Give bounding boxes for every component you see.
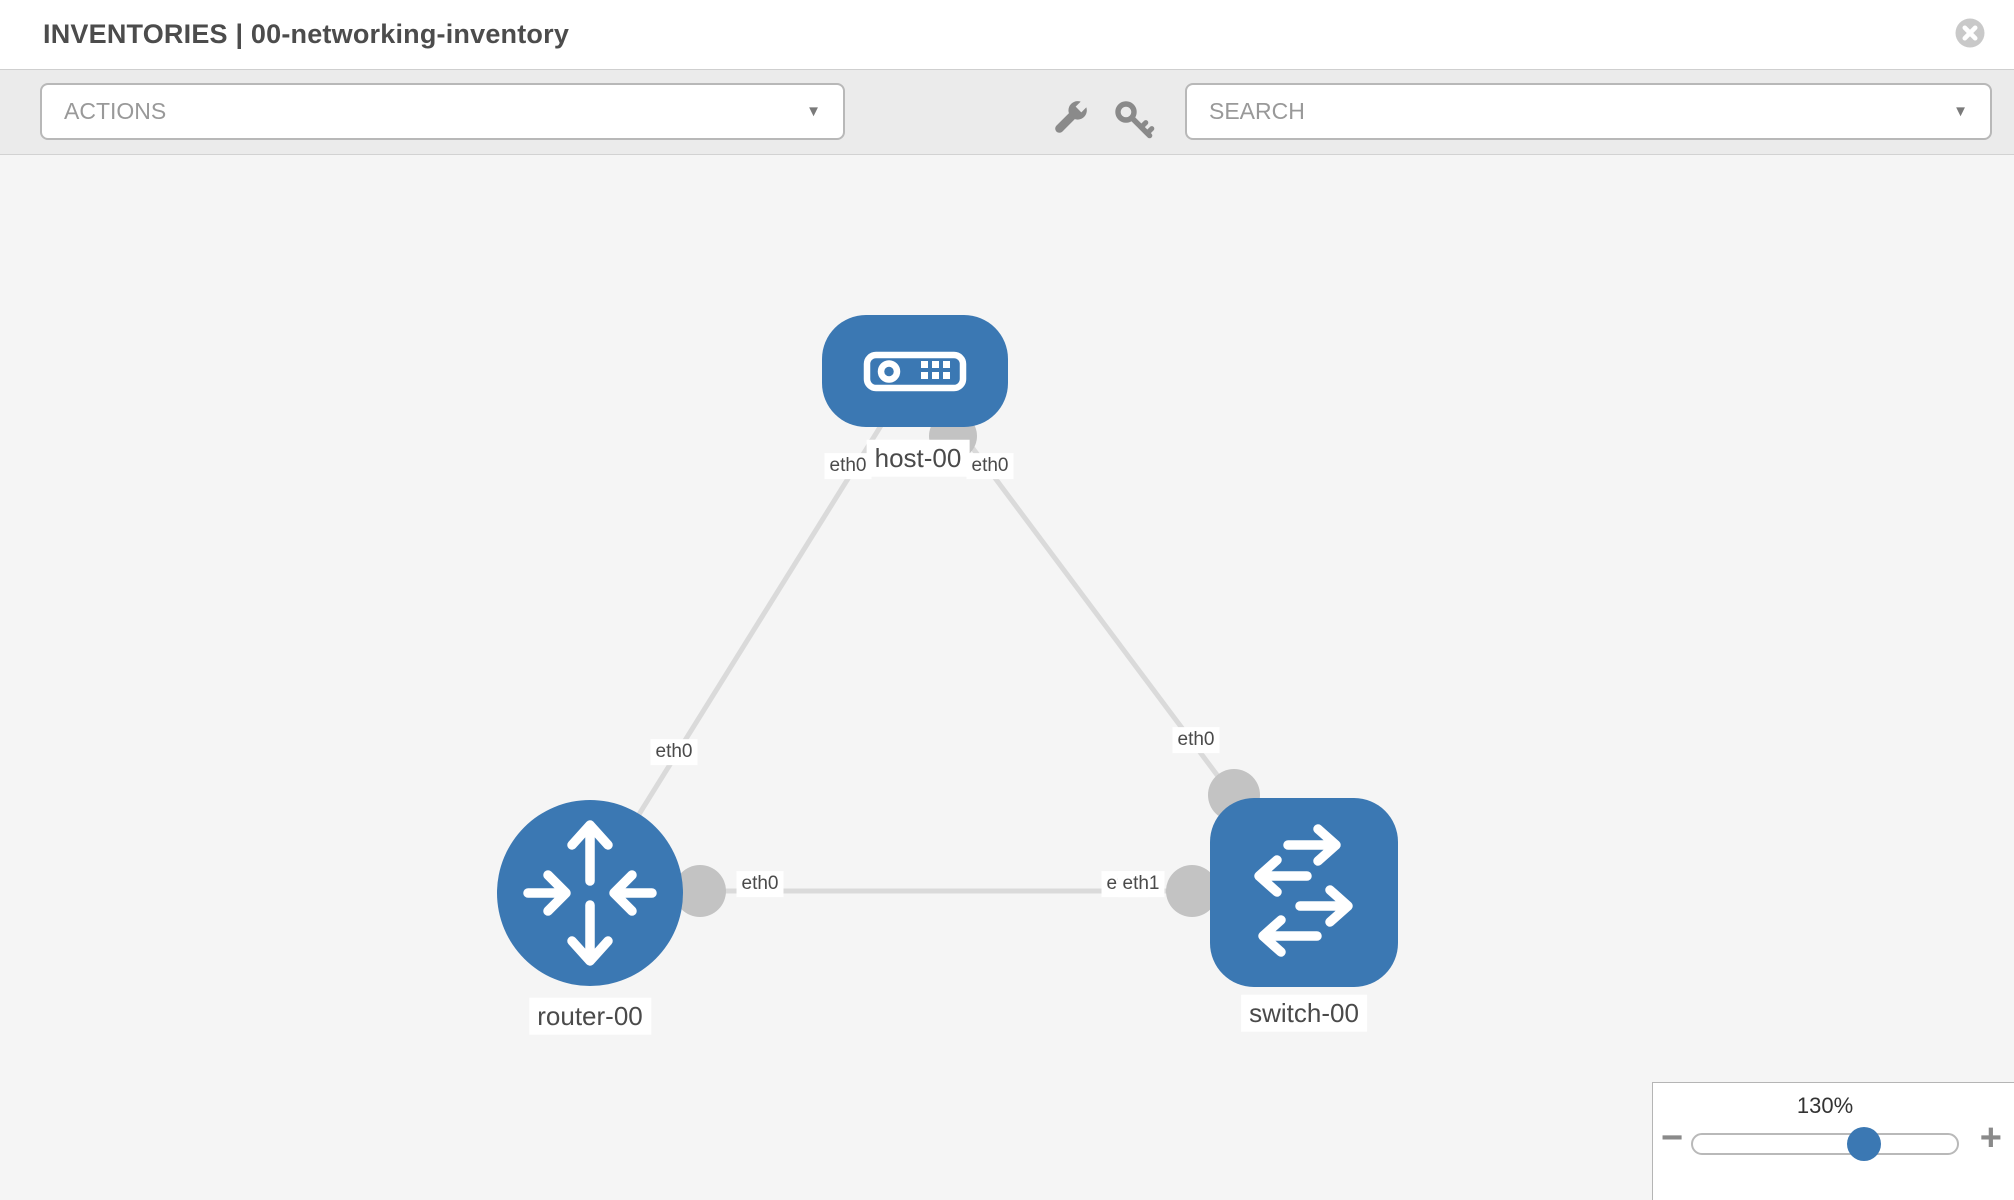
- topology-canvas[interactable]: host-00 router-00 switch-00 eth0 eth0 et…: [0, 155, 2014, 1200]
- zoom-in-button[interactable]: +: [1979, 1117, 2002, 1159]
- router-icon: [523, 820, 657, 966]
- zoom-panel: 130% − +: [1652, 1082, 2014, 1200]
- zoom-level: 130%: [1796, 1093, 1854, 1118]
- node-label-switch: switch-00: [1241, 994, 1367, 1032]
- node-switch-00[interactable]: [1210, 798, 1398, 987]
- iface-label-router-link-eth0: eth0: [650, 739, 698, 765]
- caret-down-icon: ▼: [806, 103, 821, 120]
- node-label-host: host-00: [866, 439, 970, 477]
- port-switch-eth1: [1166, 865, 1218, 917]
- zoom-out-button[interactable]: −: [1661, 1117, 1684, 1159]
- host-icon: [863, 351, 967, 392]
- node-host-00[interactable]: [822, 315, 1008, 427]
- key-button[interactable]: [1110, 96, 1158, 144]
- search-dropdown[interactable]: SEARCH ▼: [1185, 83, 1992, 140]
- actions-dropdown-label: ACTIONS: [64, 98, 167, 124]
- iface-label-host-eth0-left: eth0: [824, 453, 872, 479]
- page-title: INVENTORIES | 00-networking-inventory: [43, 19, 570, 49]
- close-button[interactable]: [1953, 16, 1987, 50]
- wrench-icon: [1055, 97, 1091, 133]
- iface-label-host-eth0-right: eth0: [966, 453, 1014, 479]
- caret-down-icon: ▼: [1953, 103, 1968, 120]
- zoom-slider-track[interactable]: [1691, 1133, 1959, 1155]
- iface-label-router-eth0: eth0: [736, 871, 784, 897]
- toolbar: ACTIONS ▼ SEARCH ▼: [0, 70, 2014, 155]
- iface-label-switch-link-eth0: eth0: [1172, 727, 1220, 753]
- key-icon: [1115, 101, 1155, 139]
- port-router-eth0: [674, 865, 726, 917]
- actions-dropdown[interactable]: ACTIONS ▼: [40, 83, 845, 140]
- node-router-00[interactable]: [497, 800, 683, 986]
- iface-label-switch-eth1: eth1: [1117, 871, 1165, 897]
- search-dropdown-label: SEARCH: [1209, 98, 1305, 124]
- page-header: INVENTORIES | 00-networking-inventory: [0, 0, 2014, 70]
- switch-icon: [1254, 824, 1353, 957]
- close-icon: [1955, 18, 1985, 48]
- wrench-button[interactable]: [1046, 96, 1094, 144]
- zoom-slider-knob[interactable]: [1847, 1127, 1881, 1161]
- node-label-router: router-00: [529, 997, 651, 1035]
